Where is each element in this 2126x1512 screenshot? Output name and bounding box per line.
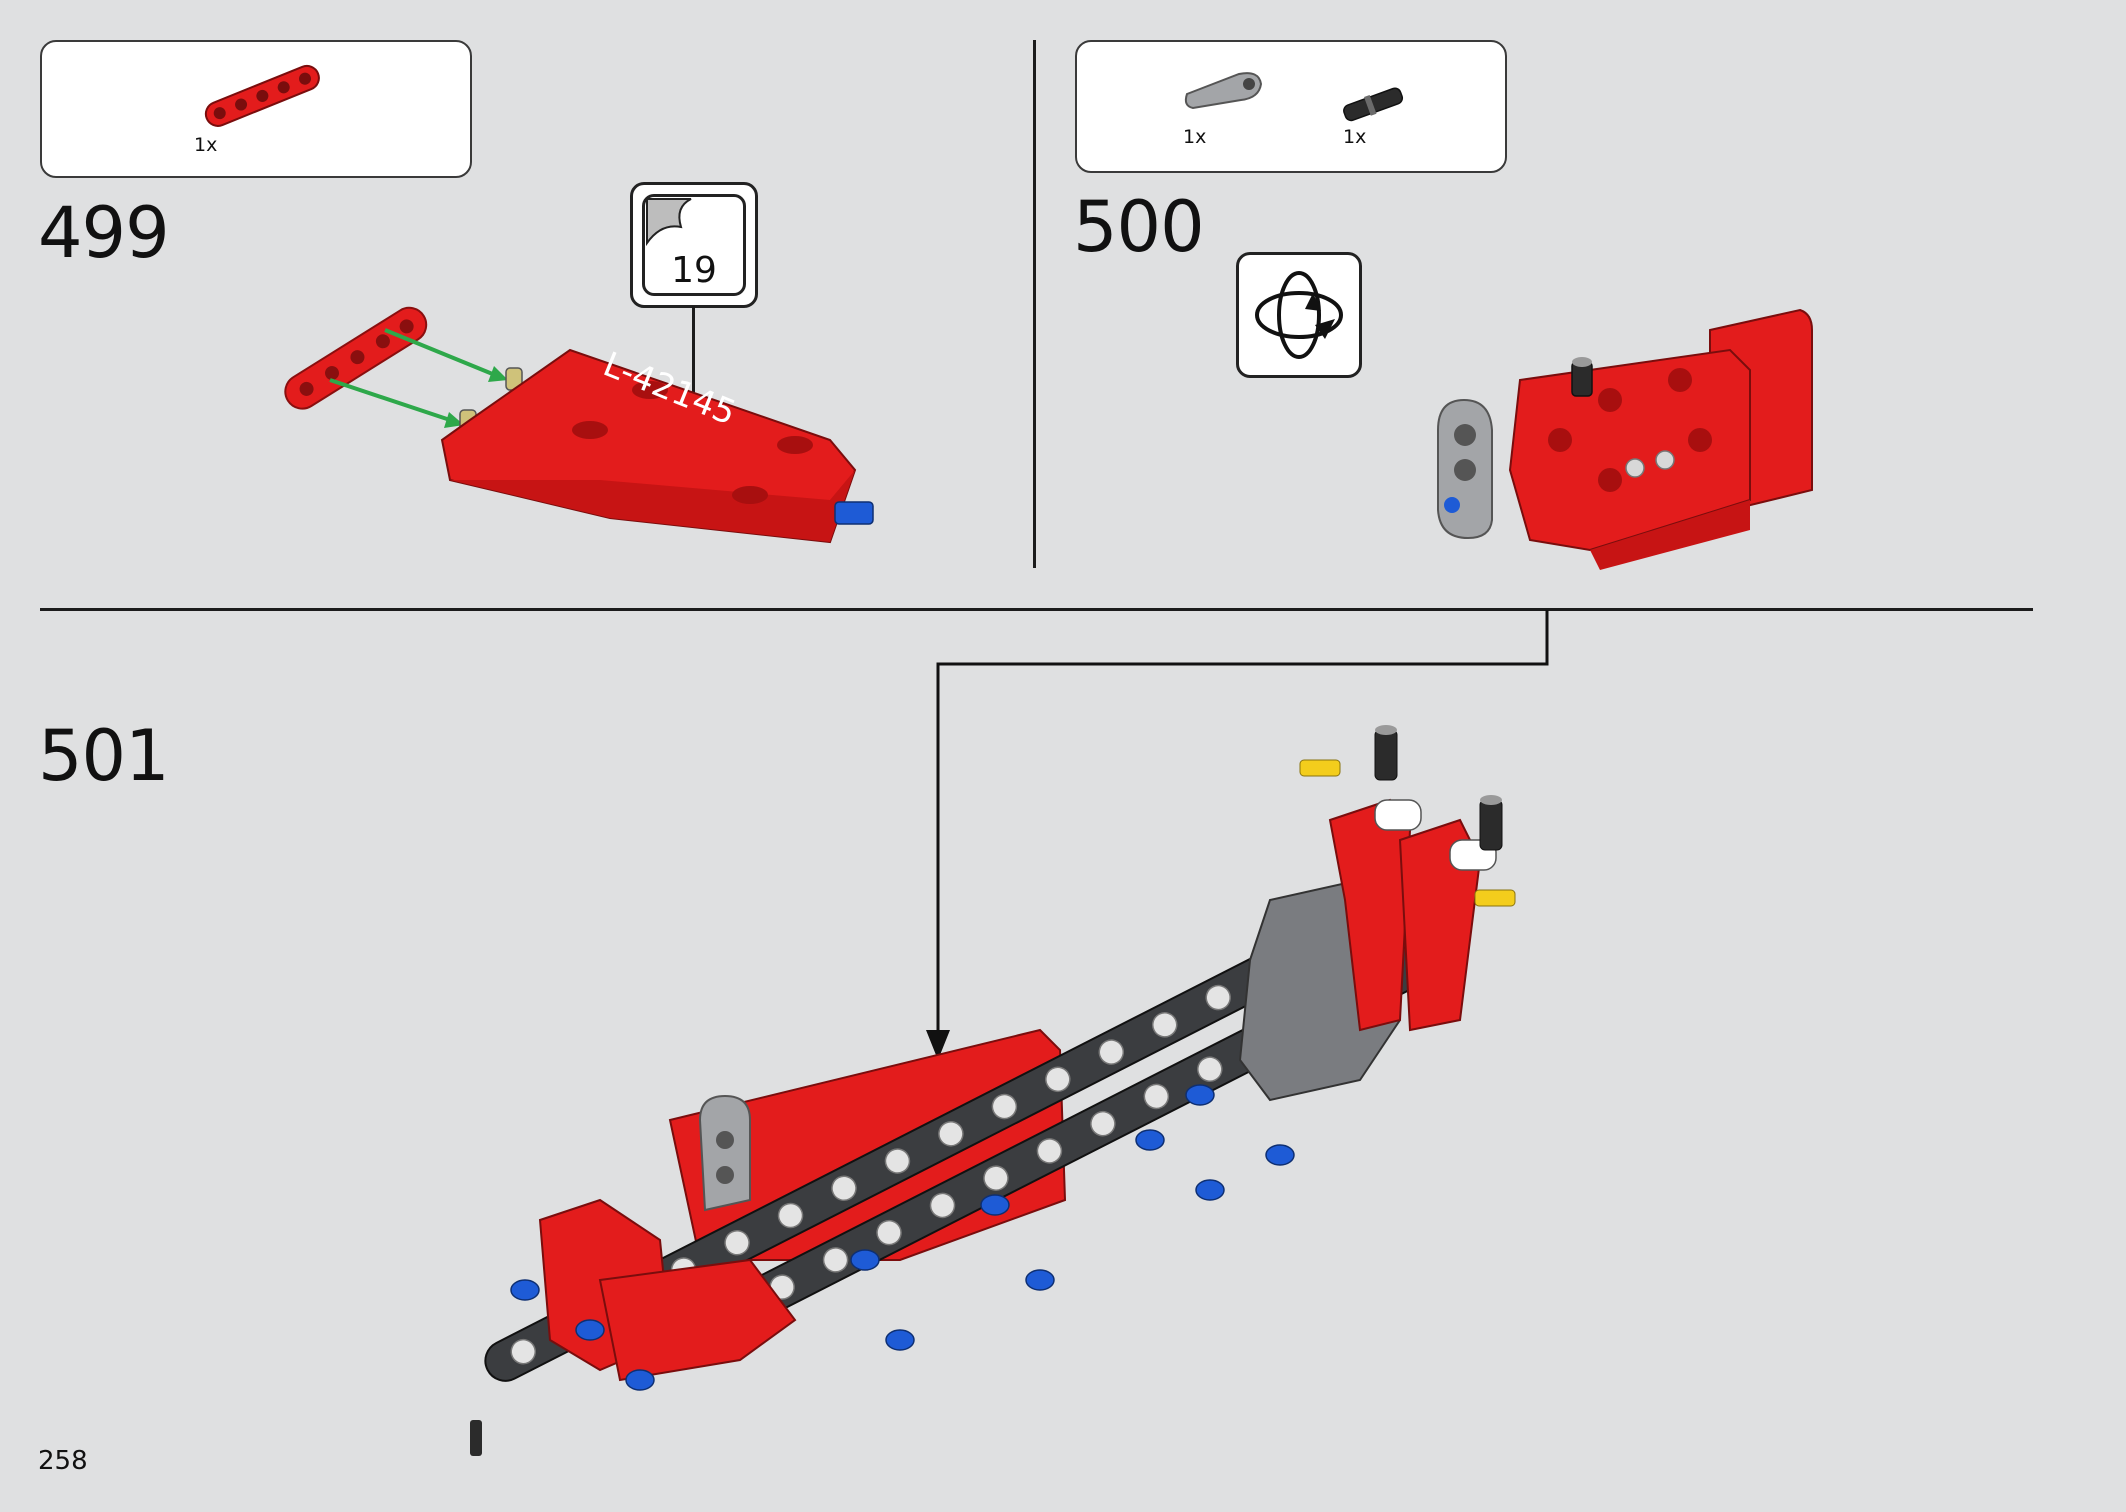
page-number: 258 [38, 1446, 88, 1476]
part-qty: 1x [1343, 126, 1367, 148]
black-axle-pin-icon [1343, 87, 1404, 122]
subassembly-leader-line [692, 306, 695, 398]
parts-callout-500: 1x 1x [1075, 40, 1507, 173]
part-qty: 1x [1183, 126, 1207, 148]
chassis-frame-assembly-icon [470, 725, 1516, 1456]
subassembly-number: 19 [671, 250, 717, 291]
page-curl-icon [646, 198, 692, 247]
red-bodywork-rotated-icon [1437, 308, 1813, 570]
step-divider-horizontal [40, 608, 2033, 611]
step-number-501: 501 [38, 715, 170, 797]
step-divider-vertical [1033, 40, 1036, 568]
rotate-callout [1236, 252, 1362, 378]
gray-connector-icon [1184, 72, 1263, 110]
subassembly-reference: 19 [630, 182, 758, 308]
part-qty: 1x [194, 134, 218, 156]
rotate-model-icon [1255, 271, 1343, 359]
subassembly-frame [642, 194, 746, 296]
step-number-500: 500 [1073, 186, 1205, 268]
insert-arrow-icon [926, 610, 1549, 1060]
step-number-499: 499 [38, 192, 170, 274]
parts-callout-499: 1x [40, 40, 472, 178]
red-bodywork-with-beam-icon: L-42145 [284, 306, 874, 544]
red-beam-icon [204, 64, 320, 127]
